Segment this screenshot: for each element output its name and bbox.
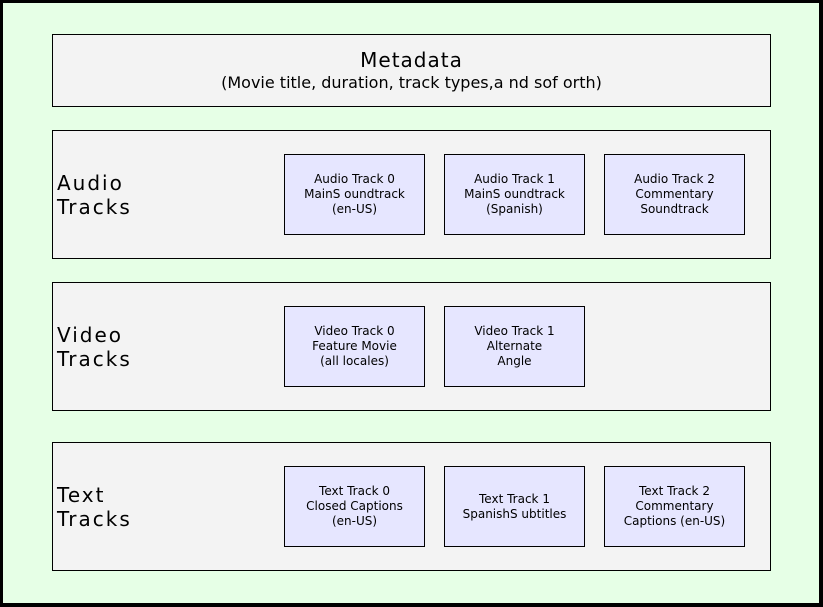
metadata-subtitle: (Movie title, duration, track types,a nd… (221, 73, 602, 92)
text-track-2-line2: Commentary (635, 499, 714, 513)
text-tracks-panel: Text Tracks Text Track 0 Closed Captions… (52, 442, 771, 571)
video-label-line1: Video (57, 323, 124, 347)
audio-track-0-box: Audio Track 0 MainS oundtrack (en-US) (284, 154, 425, 235)
audio-track-1-box: Audio Track 1 MainS oundtrack (Spanish) (444, 154, 585, 235)
text-track-2-box: Text Track 2 Commentary Captions (en-US) (604, 466, 745, 547)
text-label-line1: Text (57, 483, 106, 507)
text-track-2-line1: Text Track 2 (639, 484, 710, 498)
audio-track-1-line3: (Spanish) (486, 202, 543, 216)
diagram-canvas: Metadata (Movie title, duration, track t… (3, 3, 819, 603)
audio-track-0-line1: Audio Track 0 (314, 172, 395, 186)
text-track-0-line1: Text Track 0 (319, 484, 390, 498)
text-track-0-line3: (en-US) (331, 514, 378, 528)
audio-tracks-panel: Audio Tracks Audio Track 0 MainS oundtra… (52, 130, 771, 259)
audio-label-line2: Tracks (57, 195, 132, 219)
video-tracks-panel: Video Tracks Video Track 0 Feature Movie… (52, 282, 771, 411)
audio-track-0-line2: MainS oundtrack (304, 187, 405, 201)
video-label-line2: Tracks (57, 347, 132, 371)
video-track-0-line2: Feature Movie (312, 339, 397, 353)
audio-section-label: Audio Tracks (57, 171, 187, 219)
metadata-panel: Metadata (Movie title, duration, track t… (52, 34, 771, 107)
video-track-0-box: Video Track 0 Feature Movie (all locales… (284, 306, 425, 387)
audio-track-1-line1: Audio Track 1 (474, 172, 555, 186)
text-track-2-line3: Captions (en-US) (623, 514, 726, 528)
text-label-line2: Tracks (57, 507, 132, 531)
text-section-label: Text Tracks (57, 483, 187, 531)
audio-track-2-line3: Soundtrack (640, 202, 709, 216)
video-track-1-line3: Angle (497, 354, 532, 368)
audio-track-0-line3: (en-US) (331, 202, 378, 216)
video-track-0-line1: Video Track 0 (314, 324, 395, 338)
text-track-0-box: Text Track 0 Closed Captions (en-US) (284, 466, 425, 547)
video-track-1-line2: Alternate (486, 339, 543, 353)
metadata-title: Metadata (360, 48, 463, 72)
video-section-label: Video Tracks (57, 323, 187, 371)
video-track-1-box: Video Track 1 Alternate Angle (444, 306, 585, 387)
video-track-1-line1: Video Track 1 (474, 324, 555, 338)
text-track-1-line2: SpanishS ubtitles (462, 506, 567, 521)
audio-track-2-line2: Commentary (635, 187, 714, 201)
audio-track-1-line2: MainS oundtrack (464, 187, 565, 201)
audio-track-2-box: Audio Track 2 Commentary Soundtrack (604, 154, 745, 235)
text-track-1-box: Text Track 1 SpanishS ubtitles (444, 466, 585, 547)
audio-track-2-line1: Audio Track 2 (634, 172, 715, 186)
video-track-0-line3: (all locales) (320, 354, 389, 368)
audio-label-line1: Audio (57, 171, 124, 195)
text-track-1-line1: Text Track 1 (479, 491, 550, 506)
text-track-0-line2: Closed Captions (306, 499, 403, 513)
